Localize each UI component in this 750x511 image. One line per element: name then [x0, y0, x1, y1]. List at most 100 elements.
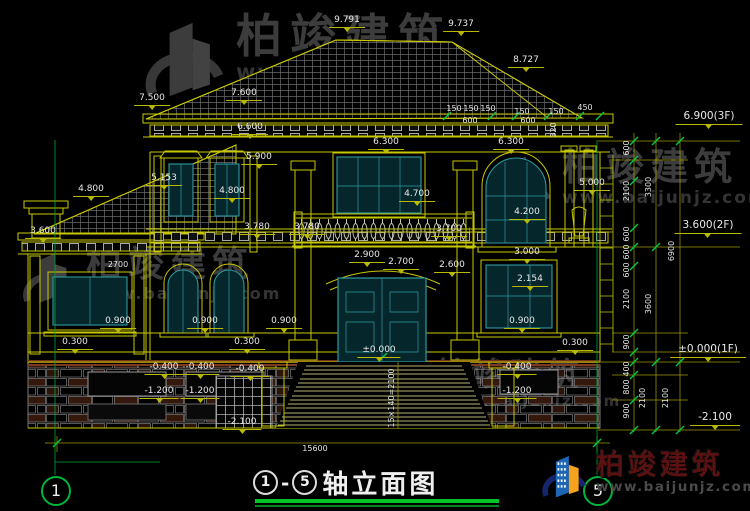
level-annotation: 0.300: [229, 338, 265, 354]
level-annotation: 6.600: [232, 123, 268, 139]
title-separator: -: [281, 470, 290, 495]
vertical-dimension-annotation: 900: [622, 334, 631, 350]
entry-stairs: [258, 361, 518, 428]
level-annotation: 2.900: [349, 251, 385, 267]
level-annotation: 0.900: [187, 317, 223, 333]
level-annotation: ±0.000(1F): [670, 344, 746, 361]
vertical-dimension-annotation: 800: [622, 379, 631, 395]
dimension-annotation: 150: [480, 104, 496, 113]
title-underline-2: [255, 505, 499, 507]
level-annotation: 0.300: [557, 339, 593, 355]
level-annotation: 0.900: [266, 317, 302, 333]
level-annotation: -0.400: [497, 363, 537, 379]
level-annotation: 4.700: [399, 190, 435, 206]
level-annotation: 9.737: [443, 20, 479, 36]
title-axis-end: 5: [292, 470, 318, 495]
level-annotation: 7.600: [226, 89, 262, 105]
level-annotation: 0.900: [504, 317, 540, 333]
level-annotation: 4.800: [73, 185, 109, 201]
wing-pilaster-left: [29, 255, 41, 355]
main-roof: [145, 39, 584, 120]
vertical-dimension-annotation: 2100: [622, 180, 631, 202]
1f-right-window: [476, 259, 562, 338]
entry-columns: [288, 160, 480, 361]
balcony-balustrade: [292, 211, 476, 249]
title-axis-start: 1: [253, 470, 278, 495]
building-linework: [17, 39, 740, 452]
level-annotation: 8.727: [508, 56, 544, 72]
brand-logo: 柏竣建筑 www.baijunjz.com: [538, 450, 750, 511]
level-annotation: 3.780: [239, 223, 275, 239]
level-annotation: 9.791: [329, 16, 365, 32]
vertical-dimension-annotation: 600: [622, 262, 631, 278]
brand-logo-icon: [538, 450, 590, 511]
vertical-dimension-annotation: 3300: [644, 176, 653, 198]
vertical-dimension-annotation: 3600: [644, 293, 653, 315]
corner-quoins: [599, 152, 614, 362]
level-annotation: 6.300: [493, 138, 529, 154]
level-annotation: 2.700: [383, 258, 419, 274]
vertical-dimension-annotation: 2100: [638, 387, 647, 409]
level-annotation: 6.300: [368, 138, 404, 154]
vertical-dimension-annotation: 6900: [667, 240, 676, 262]
1f-left-arch-windows: [159, 263, 255, 338]
right-pilasters: [560, 145, 597, 248]
level-annotation: 0.300: [57, 338, 93, 354]
level-annotation: 3.000: [509, 248, 545, 264]
level-annotation: -2.100: [222, 418, 262, 434]
dimension-annotation: 150: [548, 107, 564, 116]
vertical-dimension-annotation: 2100: [622, 288, 631, 310]
brand-url: www.baijunjz.com: [596, 479, 750, 496]
title-underline: [255, 499, 499, 503]
dimension-annotation: 150: [463, 104, 479, 113]
level-annotation: 5.900: [241, 153, 277, 169]
main-eave: [142, 113, 614, 153]
vertical-dimension-annotation: 900: [622, 403, 631, 419]
level-annotation: 5.000: [574, 179, 610, 195]
level-annotation: 7.500: [134, 94, 170, 110]
wing-window: [43, 271, 137, 337]
drawing-title: 1 - 5 轴立面图: [253, 464, 438, 501]
axis-bubble-1: 1: [41, 476, 71, 506]
level-annotation: -2.100: [690, 412, 740, 429]
dimension-annotation: 450: [577, 103, 593, 112]
vertical-dimension-annotation: 600: [622, 140, 631, 156]
level-annotation: 3.780: [289, 223, 325, 239]
level-annotation: 5.153: [146, 174, 182, 190]
dimension-ticks: [52, 111, 685, 448]
vertical-dimension-annotation: 600: [622, 226, 631, 242]
building-logo-icon: [145, 22, 224, 97]
level-annotation: -0.400: [180, 363, 220, 379]
level-annotation: -0.400: [230, 365, 270, 381]
vertical-dimension-annotation: 600: [622, 244, 631, 260]
2f-left-windows: [153, 150, 258, 253]
level-annotation: -1.200: [180, 387, 220, 403]
level-annotation: 0.900: [100, 317, 136, 333]
axis-lines: [54, 140, 598, 475]
level-annotation: 6.900(3F): [675, 111, 743, 128]
vertical-dimension-annotation: 400: [622, 361, 631, 377]
level-annotation: 3.700: [431, 225, 467, 241]
level-annotation: 2.154: [512, 275, 548, 291]
title-text: 轴立面图: [322, 470, 439, 500]
wing-pilaster-right: [133, 255, 145, 355]
dimension-annotation: 150: [514, 107, 530, 116]
axis-bubble-5: 5: [583, 476, 613, 506]
level-annotation: -1.200: [497, 387, 537, 403]
dimension-annotation: 600: [520, 116, 536, 125]
2f-center-window: [332, 152, 426, 218]
dimension-annotation: 15600: [302, 444, 328, 453]
brand-name: 柏竣建筑: [596, 448, 725, 481]
level-annotation: -0.400: [144, 363, 184, 379]
level-annotation: -1.200: [139, 387, 179, 403]
level-annotation: 3.600(2F): [674, 220, 742, 237]
dimension-annotation: 150: [446, 104, 462, 113]
level-annotation: 3.600: [25, 227, 61, 243]
level-annotation: 4.200: [509, 208, 545, 224]
level-annotation: 4.800: [214, 187, 250, 203]
level-annotation: 2.600: [434, 261, 470, 277]
vertical-dimension-annotation: 2100: [661, 387, 670, 409]
2f-right-arch-window: [477, 151, 557, 253]
